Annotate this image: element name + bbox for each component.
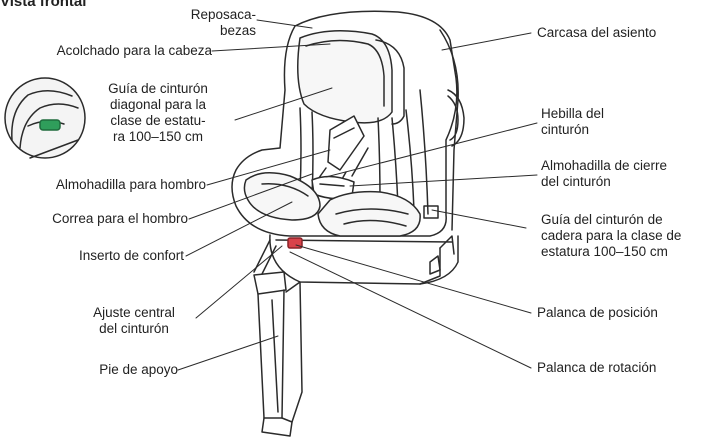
- label-diagonal-belt-guide: Guía de cinturón diagonal para la clase …: [86, 81, 230, 145]
- label-headrest-line2: bezas: [160, 23, 256, 39]
- inset-belt-guide-detail: [5, 78, 85, 158]
- label-shoulder-strap: Correa para el hombro: [10, 211, 188, 227]
- label-rotation-lever: Palanca de rotación: [537, 360, 656, 376]
- label-comfort-insert: Inserto de confort: [10, 248, 184, 264]
- label-seat-shell: Carcasa del asiento: [537, 25, 656, 41]
- label-position-lever: Palanca de posición: [537, 305, 658, 321]
- label-buckle: Hebilla del cinturón: [541, 106, 604, 138]
- label-buckle-line1: Hebilla del: [541, 106, 604, 122]
- label-hip-belt-guide-line3: estatura 100–150 cm: [541, 244, 681, 260]
- label-headrest-line1: Reposaca-: [160, 7, 256, 23]
- seat-shell-shape: [232, 11, 464, 236]
- label-hip-belt-guide-line1: Guía del cinturón de: [541, 212, 681, 228]
- label-central-adjuster-line1: Ajuste central: [70, 305, 198, 321]
- label-buckle-pad-line2: del cinturón: [541, 174, 667, 190]
- label-hip-belt-guide: Guía del cinturón de cadera para la clas…: [541, 212, 681, 260]
- label-diagonal-belt-guide-line3: clase de estatu-: [86, 113, 230, 129]
- label-diagonal-belt-guide-line4: ra 100–150 cm: [86, 129, 230, 145]
- view-heading: Vista frontal: [0, 0, 86, 10]
- label-buckle-pad: Almohadilla de cierre del cinturón: [541, 158, 667, 190]
- support-leg-shape: [254, 272, 302, 436]
- label-central-adjuster-line2: del cinturón: [70, 321, 198, 337]
- label-buckle-line2: cinturón: [541, 122, 604, 138]
- label-buckle-pad-line1: Almohadilla de cierre: [541, 158, 667, 174]
- label-central-adjuster: Ajuste central del cinturón: [70, 305, 198, 337]
- label-hip-belt-guide-line2: cadera para la clase de: [541, 228, 681, 244]
- label-diagonal-belt-guide-line2: diagonal para la: [86, 97, 230, 113]
- label-head-pad: Acolchado para la cabeza: [10, 43, 212, 59]
- label-headrest: Reposaca- bezas: [160, 7, 256, 39]
- label-support-leg: Pie de apoyo: [60, 362, 178, 378]
- label-shoulder-pad: Almohadilla para hombro: [6, 177, 206, 193]
- label-diagonal-belt-guide-line1: Guía de cinturón: [86, 81, 230, 97]
